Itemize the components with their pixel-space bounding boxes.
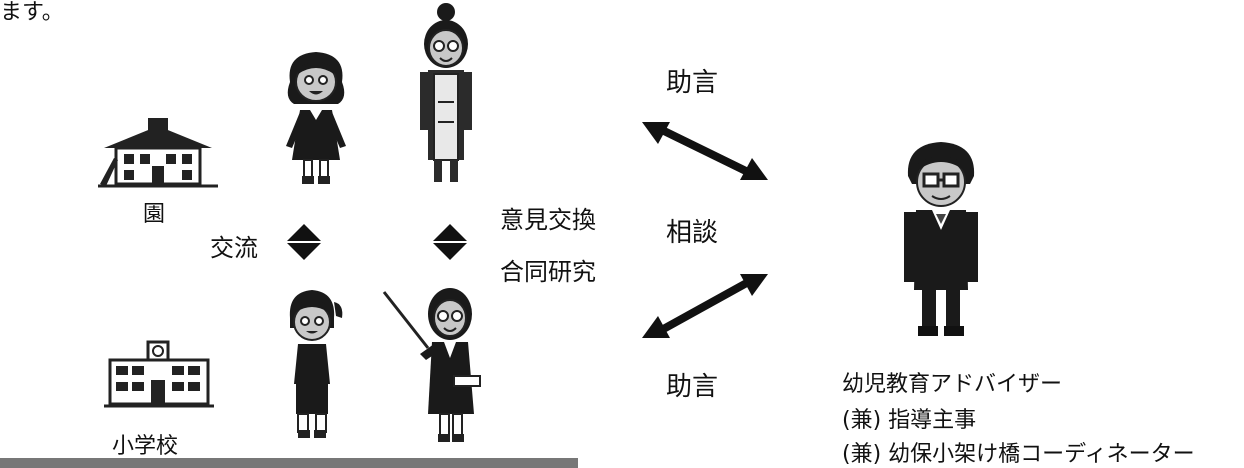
advisor-figure	[904, 142, 978, 336]
exchange-label-line2: 合同研究	[500, 258, 596, 286]
kindergarten-building-icon	[98, 118, 218, 188]
top-text-fragment: ます。	[0, 0, 64, 25]
exchange-label-line1: 意見交換	[500, 206, 596, 234]
bottom-divider-bar	[0, 458, 578, 468]
kindergarten-label: 園	[143, 202, 166, 227]
advisor-title-line3: (兼) 幼保小架け橋コーディネーター	[842, 442, 1195, 467]
elementary-student-figure	[289, 290, 343, 438]
advisor-title-line2: (兼) 指導主事	[842, 408, 977, 433]
school-building-icon	[104, 340, 214, 408]
exchange-diamond-icon	[432, 224, 468, 260]
lower-double-arrow-icon	[642, 274, 768, 338]
kindergarten-teacher-figure	[420, 3, 472, 182]
interaction-diamond-icon	[286, 224, 322, 260]
advisor-title-line1: 幼児教育アドバイザー	[842, 372, 1063, 397]
advice-label-top: 助言	[666, 68, 719, 98]
elementary-school-label: 小学校	[112, 434, 179, 459]
upper-double-arrow-icon	[642, 122, 768, 180]
kindergarten-child-figure	[286, 52, 346, 184]
consultation-label: 相談	[666, 218, 719, 248]
advice-label-bottom: 助言	[666, 372, 719, 402]
interaction-label: 交流	[210, 234, 258, 262]
elementary-teacher-figure	[382, 288, 481, 442]
